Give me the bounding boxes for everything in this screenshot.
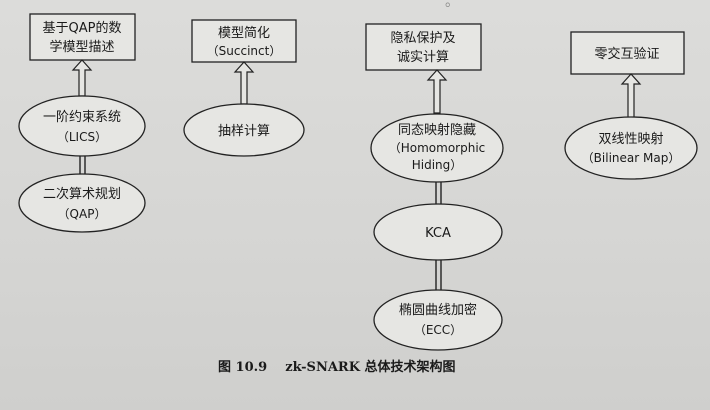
ellipse-kca-line1: KCA [425, 226, 451, 241]
ellipse-bilinear-line1: 双线性映射 [598, 131, 663, 147]
arrow-hh-to-privacy [426, 69, 448, 114]
ellipse-ecc: 椭圆曲线加密 （ECC） [373, 289, 503, 351]
box-qap-model-description: 基于QAP的数 学模型描述 [29, 13, 136, 61]
ellipse-qap-line1: 二次算术规划 [43, 186, 121, 202]
double-connectors [79, 155, 442, 290]
box-simplify-line2: （Succinct） [207, 44, 282, 58]
ellipse-lics-line1: 一阶约束系统 [43, 110, 121, 125]
ellipse-lics: 一阶约束系统 （LICS） [18, 95, 146, 157]
ellipse-hh-line2: （Homomorphic [389, 141, 486, 155]
box-privacy-line2: 诚实计算 [397, 50, 449, 65]
arrow-sampling-to-simplify [233, 61, 255, 105]
ellipse-ecc-line2: （ECC） [414, 323, 462, 337]
figure-caption: 图 10.9 zk-SNARK 总体技术架构图 [218, 359, 456, 375]
ellipse-lics-line2: （LICS） [57, 130, 107, 144]
ellipse-bilinear-map: 双线性映射 （Bilinear Map） [564, 116, 698, 180]
box-model-simplification: 模型简化 （Succinct） [191, 19, 297, 63]
ellipse-bilinear-line2: （Bilinear Map） [582, 151, 681, 165]
box-zero-interaction-verification: 零交互验证 [570, 31, 685, 75]
ellipse-qap-line2: （QAP） [58, 207, 107, 221]
ellipse-hh-line3: Hiding） [412, 158, 463, 172]
ellipse-ecc-line1: 椭圆曲线加密 [399, 302, 477, 318]
box-privacy-honest-computation: 隐私保护及 诚实计算 [365, 23, 482, 71]
box-qap-desc-line1: 基于QAP的数 [43, 20, 122, 36]
box-simplify-line1: 模型简化 [218, 25, 270, 41]
hollow-arrows [71, 59, 642, 119]
ellipse-hh-line1: 同态映射隐藏 [398, 122, 476, 138]
ellipse-sampling: 抽样计算 [183, 103, 305, 157]
box-zk-line1: 零交互验证 [594, 46, 659, 62]
ellipse-homomorphic-hiding: 同态映射隐藏 （Homomorphic Hiding） [370, 113, 504, 183]
ellipse-qap: 二次算术规划 （QAP） [18, 173, 146, 233]
box-qap-desc-line2: 学模型描述 [49, 39, 114, 55]
box-privacy-line1: 隐私保护及 [390, 31, 455, 46]
arrow-lics-to-qap-desc [71, 59, 93, 97]
ellipse-sampling-line1: 抽样计算 [218, 124, 270, 139]
ellipse-kca: KCA [373, 203, 503, 261]
background-text: 。 [445, 0, 459, 10]
arrow-bilinear-to-zk [620, 73, 642, 119]
